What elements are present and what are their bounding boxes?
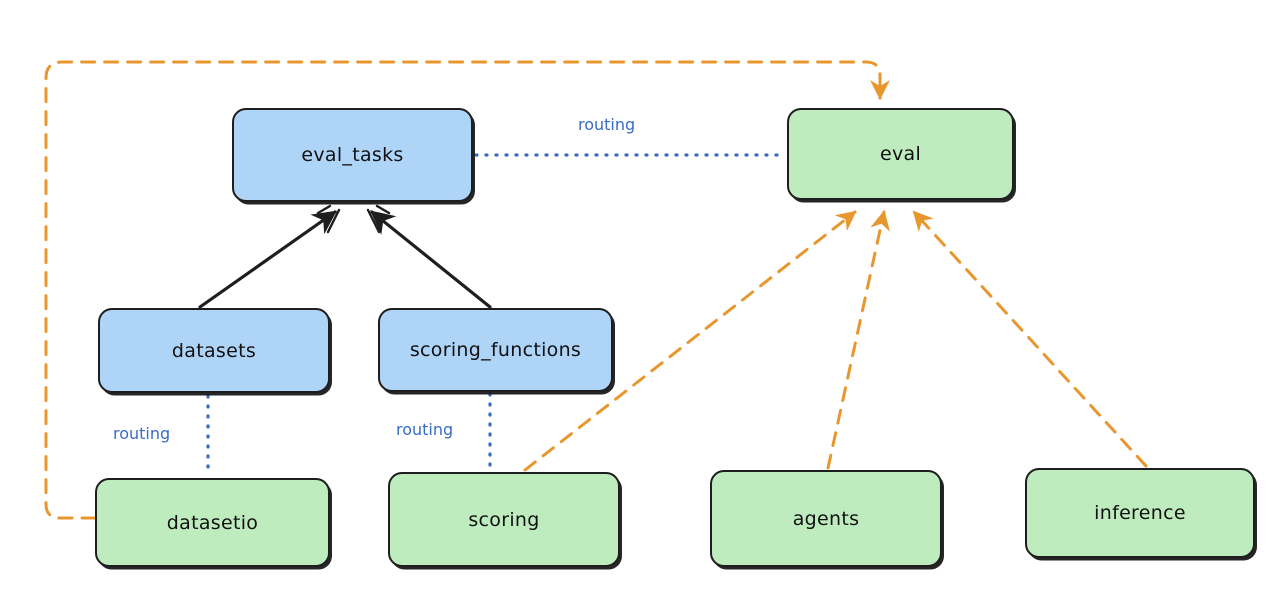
node-label: datasets xyxy=(171,339,257,362)
edge-label-routing-datasets-datasetio: routing xyxy=(113,424,171,443)
edge-label-routing-scoring-functions-scoring: routing xyxy=(396,420,454,439)
node-eval-tasks[interactable]: eval_tasks xyxy=(232,108,473,202)
edge-scoring-to-eval xyxy=(523,210,857,472)
node-scoring[interactable]: scoring xyxy=(388,472,620,567)
edge-datasetio-to-eval xyxy=(44,60,890,520)
edge-scoring-functions-to-eval-tasks xyxy=(366,204,492,309)
node-agents[interactable]: agents xyxy=(710,470,942,567)
node-label: scoring xyxy=(468,508,540,531)
edge-label-routing-eval-tasks-eval: routing xyxy=(578,115,636,134)
node-scoring-functions[interactable]: scoring_functions xyxy=(378,308,613,392)
node-label: datasetio xyxy=(166,511,259,534)
edge-agents-to-eval xyxy=(826,210,890,470)
node-datasets[interactable]: datasets xyxy=(98,308,330,393)
edge-datasets-to-eval-tasks xyxy=(198,204,341,309)
node-label: inference xyxy=(1094,502,1186,524)
node-label: scoring_functions xyxy=(409,339,582,361)
node-label: eval_tasks xyxy=(301,144,404,166)
node-inference[interactable]: inference xyxy=(1025,468,1255,558)
edge-inference-to-eval xyxy=(912,210,1148,468)
node-eval[interactable]: eval xyxy=(787,108,1014,200)
node-label: agents xyxy=(792,507,860,530)
node-datasetio[interactable]: datasetio xyxy=(95,478,330,567)
node-label: eval xyxy=(879,143,922,165)
